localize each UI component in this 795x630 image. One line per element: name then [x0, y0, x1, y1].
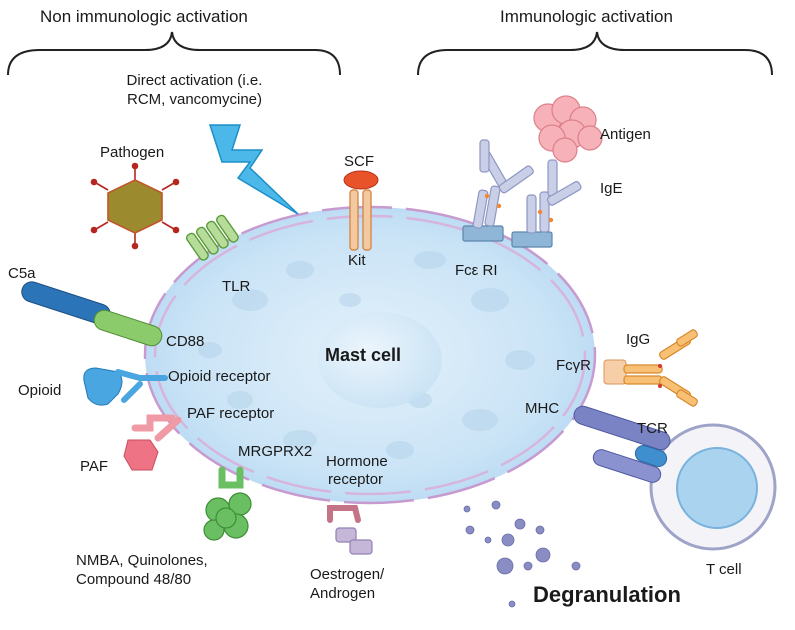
- fce-receptor: [462, 225, 553, 248]
- degranulation-granules: [463, 500, 581, 608]
- hormone-receptor-label-line2: receptor: [328, 471, 384, 488]
- degranulation-label: Degranulation: [533, 582, 681, 607]
- mast-cell-label: Mast cell: [325, 345, 402, 365]
- fce-label: Fcε RI: [455, 262, 498, 279]
- lightning-bolt-icon: [208, 124, 299, 215]
- tlr-receptor: [185, 214, 239, 261]
- tlr-label: TLR: [222, 278, 251, 295]
- cd88-receptor: [93, 309, 163, 347]
- oestrogen-ligand: [335, 527, 373, 555]
- igg-label: IgG: [626, 331, 651, 348]
- c5a-label: C5a: [8, 265, 36, 282]
- hormone-receptor-label-line1: Hormone: [326, 453, 388, 470]
- opioid-receptor-label: Opioid receptor: [168, 368, 271, 385]
- non-immunologic-heading: Non immunologic activation: [40, 7, 248, 26]
- mrgprx2-label: MRGPRX2: [238, 443, 313, 460]
- opioid-receptor-shape: [115, 369, 168, 403]
- ige-antibody: [472, 139, 582, 234]
- tcr-end: [634, 445, 668, 467]
- fcg-label: FcγR: [556, 357, 591, 374]
- pathogen-icon: [90, 162, 180, 250]
- cytoplasm-vesicles: [198, 251, 535, 459]
- mhc-molecule: [573, 405, 671, 451]
- antigen-label: Antigen: [600, 126, 651, 143]
- oestrogen-label-line2: Androgen: [310, 585, 376, 602]
- ige-label: IgE: [600, 180, 623, 197]
- cd88-label: CD88: [166, 333, 205, 350]
- opioid-ligand: [83, 367, 123, 406]
- nmba-label-line2: Compound 48/80: [76, 571, 192, 588]
- immunologic-heading: Immunologic activation: [500, 7, 673, 26]
- nucleus: [318, 312, 442, 408]
- mhc-label: MHC: [525, 400, 560, 417]
- direct-activation-label-line2: RCM, vancomycine): [126, 91, 263, 108]
- t-cell-nucleus: [676, 447, 758, 529]
- scf-label: SCF: [344, 153, 374, 170]
- igg-antibody: [623, 329, 698, 407]
- opioid-label: Opioid: [18, 382, 62, 399]
- paf-ligand: [123, 439, 159, 471]
- igg-binding-sites: [658, 364, 662, 388]
- immunologic-brace: [417, 31, 773, 76]
- fcg-receptor: [603, 359, 627, 385]
- ige-binding-sites: [484, 193, 554, 223]
- oestrogen-label-line1: Oestrogen/: [310, 566, 385, 583]
- nmba-ligand: [203, 492, 252, 541]
- kit-receptor: [349, 189, 372, 251]
- nmba-label-line1: NMBA, Quinolones,: [76, 552, 208, 569]
- paf-receptor-shape: [131, 414, 182, 442]
- hormone-receptor-shape: [327, 505, 361, 523]
- antigen-icon: [533, 95, 603, 163]
- scf-ligand: [343, 170, 379, 190]
- kit-label: Kit: [348, 252, 366, 269]
- tcr-label: TCR: [637, 420, 668, 437]
- paf-receptor-label: PAF receptor: [187, 405, 275, 422]
- paf-label: PAF: [80, 458, 109, 475]
- direct-activation-label-line1: Direct activation (i.e.: [126, 72, 263, 89]
- tcr-molecule: [592, 449, 662, 483]
- t-cell-label: T cell: [706, 561, 742, 578]
- non-immunologic-brace: [7, 31, 341, 76]
- mrgprx2-receptor-shape: [218, 466, 244, 489]
- pathogen-label: Pathogen: [100, 144, 165, 161]
